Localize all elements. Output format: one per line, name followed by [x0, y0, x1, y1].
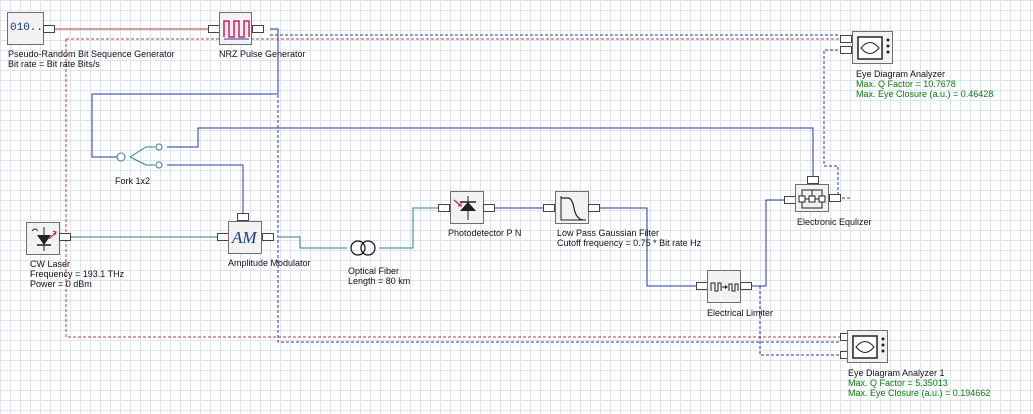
- fork-branch-upper: [129, 146, 155, 158]
- photodiode-icon: [453, 196, 476, 220]
- eye2-q-factor: Max. Q Factor = 5.35013: [848, 378, 948, 388]
- limiter-label: Electrical Limiter: [707, 308, 774, 318]
- filter-response-icon: [560, 196, 586, 221]
- low-pass-gaussian-filter[interactable]: [555, 191, 589, 224]
- eye1-q-factor: Max. Q Factor = 10.7678: [856, 79, 956, 89]
- laser-frequency: Frequency = 193.1 THz: [30, 269, 125, 279]
- electrical-limiter[interactable]: [707, 270, 741, 303]
- wire-fiber-pd[interactable]: [379, 207, 440, 249]
- eye1-input-port-1[interactable]: [840, 35, 852, 43]
- wire-nrz-eye2[interactable]: [277, 35, 840, 343]
- equalizer-tap-icon: [798, 189, 826, 209]
- pd-output-port[interactable]: [483, 204, 495, 212]
- eye-monitor-icon: [857, 36, 890, 60]
- amplitude-modulator[interactable]: AM: [228, 221, 262, 254]
- laser-diode-icon: [31, 227, 57, 251]
- fiber-label: Optical Fiber: [348, 266, 400, 276]
- fork-icon[interactable]: [116, 143, 168, 171]
- wire-prbs-eye2[interactable]: [65, 39, 840, 338]
- nrz-pulse-generator[interactable]: [219, 12, 252, 45]
- wire-fork-am[interactable]: [167, 164, 244, 219]
- wire-am-fiber[interactable]: [279, 236, 347, 249]
- prbs-label: Pseudo-Random Bit Sequence Generator: [8, 49, 175, 59]
- fiber-param: Length = 80 km: [348, 276, 411, 286]
- nrz-output-port[interactable]: [252, 25, 264, 33]
- prbs-output-port[interactable]: [43, 25, 55, 33]
- eye-diagram-analyzer-1[interactable]: [847, 330, 888, 363]
- wire-filter-limiter[interactable]: [590, 207, 697, 287]
- am-icon-text: AM: [232, 228, 257, 247]
- wire-nrz-fork[interactable]: [91, 28, 279, 158]
- prbs-icon-text: 010..: [10, 22, 44, 34]
- laser-power: Power = 0 dBm: [30, 279, 92, 289]
- filter-label: Low Pass Gaussian Filter: [557, 228, 660, 238]
- equalizer-output-port[interactable]: [829, 194, 841, 202]
- photodetector[interactable]: [450, 191, 484, 224]
- eye1-label: Eye Diagram Analyzer: [856, 69, 946, 79]
- pd-input-port[interactable]: [438, 204, 450, 212]
- prbs-param: Bit rate = Bit rate Bits/s: [8, 59, 100, 69]
- eye1-input-port-2[interactable]: [840, 46, 852, 54]
- fork-branch-lower: [129, 156, 155, 166]
- wire-fork-equalizer[interactable]: [167, 127, 814, 181]
- pd-label: Photodetector P N: [448, 228, 522, 238]
- eye2-eye-closure: Max. Eye Closure (a.u.) = 0.194662: [848, 388, 991, 398]
- filter-output-port[interactable]: [588, 204, 600, 212]
- laser-output-port[interactable]: [59, 233, 71, 241]
- eye-diagram-analyzer[interactable]: [852, 31, 893, 64]
- equalizer-control-port[interactable]: [807, 176, 819, 184]
- am-label: Amplitude Modulator: [228, 258, 311, 268]
- limiter-output-port[interactable]: [740, 282, 752, 290]
- equalizer-label: Electronic Equlizer: [797, 217, 872, 227]
- fork-label: Fork 1x2: [115, 176, 151, 186]
- wire-limiter-eye2[interactable]: [759, 286, 840, 356]
- limiter-icon: [710, 282, 739, 292]
- nrz-label: NRZ Pulse Generator: [219, 49, 306, 59]
- eye1-eye-closure: Max. Eye Closure (a.u.) = 0.46428: [856, 89, 994, 99]
- cw-laser[interactable]: [26, 222, 60, 255]
- wire-equalizer-eye1[interactable]: [823, 49, 850, 199]
- electronic-equalizer[interactable]: [795, 184, 829, 212]
- am-output-port[interactable]: [262, 233, 274, 241]
- prbs-generator[interactable]: 010..: [7, 12, 44, 45]
- nrz-pulse-icon: [223, 20, 250, 40]
- fiber-spool-icon[interactable]: [347, 238, 379, 258]
- am-electrical-input-port[interactable]: [237, 213, 249, 221]
- filter-param: Cutoff frequency = 0.75 * Bit rate Hz: [557, 238, 702, 248]
- laser-label: CW Laser: [30, 259, 71, 269]
- eye-monitor-icon: [852, 335, 885, 359]
- filter-input-port[interactable]: [543, 204, 555, 212]
- eye2-label: Eye Diagram Analyzer 1: [848, 368, 945, 378]
- wire-limiter-equalizer[interactable]: [741, 199, 786, 287]
